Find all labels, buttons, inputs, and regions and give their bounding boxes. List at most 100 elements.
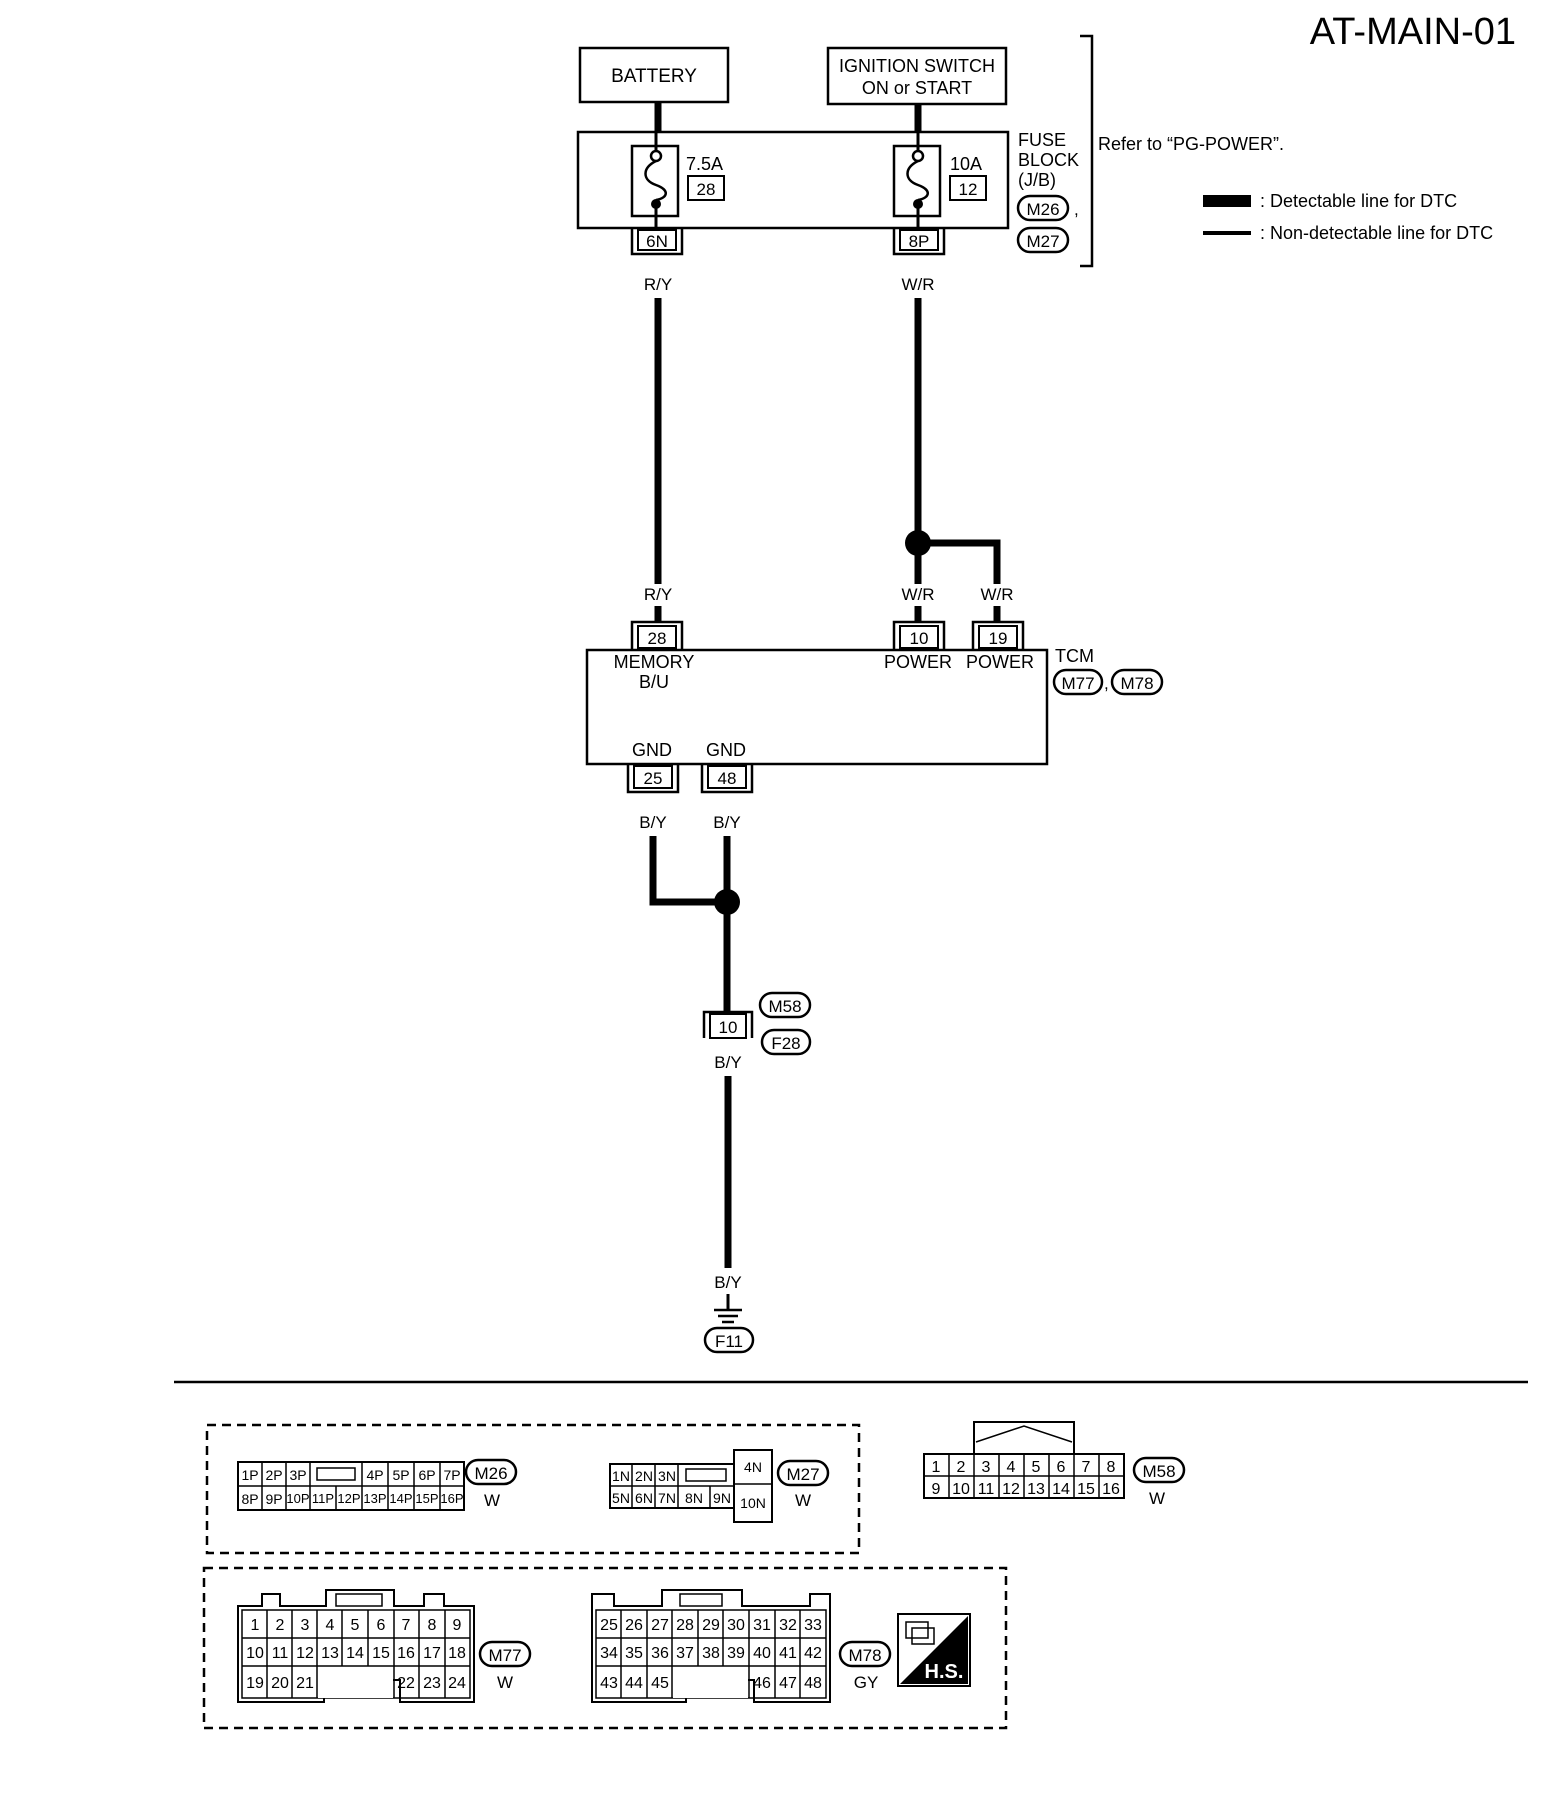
pin-label: 7N: [658, 1490, 676, 1506]
wire-color-by-mid: B/Y: [714, 1053, 741, 1072]
pin-label: 12: [1002, 1481, 1020, 1498]
pin-label: 13: [1027, 1481, 1045, 1498]
pin-label: 1P: [241, 1467, 258, 1483]
fuse2-number: 12: [959, 180, 978, 199]
pin-label: 16: [1102, 1481, 1120, 1498]
pin-label: 5: [1032, 1459, 1041, 1476]
pin-label: 11P: [312, 1491, 334, 1506]
pin-label: 9: [453, 1617, 462, 1634]
tcm-pin-48-label: 48: [718, 769, 737, 788]
pin-label: 30: [727, 1617, 745, 1634]
connector-m77-color: W: [497, 1673, 513, 1692]
tcm-box: MEMORY B/U POWER POWER GND GND: [585, 648, 1049, 766]
fuse-block-label-2: BLOCK: [1018, 150, 1079, 170]
pin-label: 13P: [363, 1491, 386, 1506]
fuse-block-conn-m26: M26: [1026, 200, 1059, 219]
pin-label: 38: [702, 1645, 720, 1662]
wire-color-by-gnd-1: B/Y: [639, 813, 666, 832]
pin-label: 2: [276, 1617, 285, 1634]
ignition-label-1: IGNITION SWITCH: [839, 56, 995, 76]
ground-label: F11: [715, 1332, 743, 1351]
connector-m27: 1N 2N 3N 5N 6N 7N 8N 9N 4N 10N M27 W: [609, 1449, 830, 1523]
pin-label: 6: [1057, 1459, 1066, 1476]
pin-label: 3: [982, 1459, 991, 1476]
pin-label: 33: [804, 1617, 822, 1634]
tcm-pin-28: 28: [630, 620, 684, 650]
pin-label: 14: [346, 1645, 364, 1662]
pin-label: 26: [625, 1617, 643, 1634]
pin-label: 32: [779, 1617, 797, 1634]
connector-m58-color: W: [1149, 1489, 1165, 1508]
fuse-block-label-3: (J/B): [1018, 170, 1056, 190]
pin-label: 5N: [612, 1490, 630, 1506]
tcm-pin-28-label: 28: [648, 629, 667, 648]
tcm-conn-m77: M77: [1061, 674, 1094, 693]
battery-label: BATTERY: [611, 66, 697, 87]
fuse-pin-6n: 6N: [630, 228, 684, 256]
pin-label: 13: [321, 1645, 339, 1662]
pin-label: 2P: [265, 1467, 282, 1483]
pin-label: 7: [1082, 1459, 1091, 1476]
pin-label: 8: [428, 1617, 437, 1634]
tcm-pin-25-label: 25: [644, 769, 663, 788]
joint-conn-m58: M58: [768, 997, 801, 1016]
pin-label: 3: [301, 1617, 310, 1634]
tcm-pin-25: 25: [626, 764, 680, 794]
pin-label: 25: [600, 1617, 618, 1634]
connector-m77: 1 2 3 4 5 6 7 8 9 10 11 12 13 14 15 16 1…: [237, 1589, 532, 1703]
joint-connector: 10 M58 F28: [702, 991, 812, 1056]
pin-label: 9P: [265, 1491, 282, 1507]
joint-connector-pin: 10: [719, 1018, 738, 1037]
tcm-pin-10-label: 10: [910, 629, 929, 648]
pin-label: 6P: [418, 1467, 435, 1483]
pin-label: 10: [952, 1481, 970, 1498]
connector-m78-color: GY: [854, 1673, 879, 1692]
fuse-pin-8p: 8P: [892, 228, 946, 256]
tcm-gnd-label-1: GND: [632, 740, 672, 760]
pin-label: 15P: [415, 1491, 438, 1506]
harness-side-icon: H.S.: [897, 1613, 971, 1687]
pin-label: 9N: [713, 1490, 731, 1506]
tcm-pin-19-label: 19: [989, 629, 1008, 648]
wire-color-wr-tcm-2: W/R: [980, 585, 1013, 604]
pin-label: 4P: [366, 1467, 383, 1483]
pin-label: 29: [702, 1617, 720, 1634]
pin-label: 6N: [635, 1490, 653, 1506]
pin-label: 39: [727, 1645, 745, 1662]
pin-label: 16P: [440, 1491, 463, 1506]
ignition-switch-box: IGNITION SWITCH ON or START: [826, 46, 1008, 106]
pin-label: 5P: [392, 1467, 409, 1483]
connector-m26-id: M26: [474, 1464, 507, 1483]
connector-m26: 1P 2P 3P 4P 5P 6P 7P 8P 9P 10P 11P 12P 1…: [237, 1458, 518, 1511]
pin-label: 4: [1007, 1459, 1016, 1476]
refer-bracket: [1080, 34, 1094, 268]
pin-label: 12P: [337, 1491, 360, 1506]
fuse1-number: 28: [697, 180, 716, 199]
connector-m78-id: M78: [848, 1646, 881, 1665]
pin-label: 1N: [612, 1468, 630, 1484]
connector-m58: 1 2 3 4 5 6 7 8 9 10 11 12 13 14 15 16 M…: [923, 1421, 1186, 1508]
connector-m77-id: M77: [488, 1646, 521, 1665]
pin-label: 36: [651, 1645, 669, 1662]
pin-label: 42: [804, 1645, 822, 1662]
pin-label: 24: [448, 1675, 466, 1692]
wire-color-wr-top: W/R: [901, 275, 934, 294]
pin-label: 18: [448, 1645, 466, 1662]
pin-label: 17: [423, 1645, 441, 1662]
pin-label: 21: [296, 1675, 314, 1692]
wire-color-by-bot: B/Y: [714, 1273, 741, 1292]
tcm-memory-label: MEMORY: [614, 652, 695, 672]
tcm-label: TCM: [1055, 646, 1094, 666]
pin-label: 7P: [443, 1467, 460, 1483]
joint-conn-f28: F28: [771, 1034, 800, 1053]
fuse-block-conn-m27: M27: [1026, 232, 1059, 251]
fuse-block-comma: ,: [1074, 200, 1079, 219]
connector-m78: 25 26 27 28 29 30 31 32 33 34 35 36 37 3…: [591, 1589, 892, 1703]
pin-label: 8N: [685, 1490, 703, 1506]
pin-label: 43: [600, 1675, 618, 1692]
pin-label: 5: [351, 1617, 360, 1634]
pin-label: 2N: [635, 1468, 653, 1484]
wire-color-wr-tcm-1: W/R: [901, 585, 934, 604]
pin-label: 12: [296, 1645, 314, 1662]
